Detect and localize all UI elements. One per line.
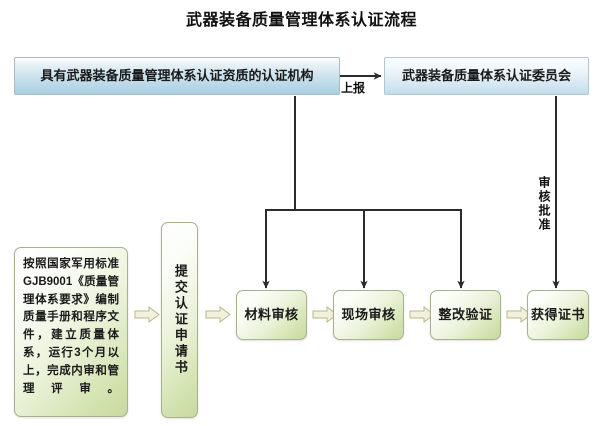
approval-label: 审核批准: [537, 176, 551, 232]
step-label-onsite-audit: 现场审核: [341, 306, 396, 322]
step-box-material-review[interactable]: 材料审核: [236, 290, 307, 340]
application-box[interactable]: 提交认证申请书: [161, 222, 198, 418]
step-box-rectification-verification[interactable]: 整改验证: [430, 290, 501, 340]
step-label-material-review: 材料审核: [244, 306, 299, 322]
chevron-rectification-to-certificate: [506, 306, 532, 323]
step-label-obtain-certificate: 获得证书: [530, 306, 585, 322]
step-box-obtain-certificate[interactable]: 获得证书: [527, 290, 589, 340]
report-arrow-label: 上报: [341, 81, 366, 95]
step-box-onsite-audit[interactable]: 现场审核: [333, 290, 404, 340]
preparation-box[interactable]: 按照国家军用标准GJB9001《质量管理体系要求》编制质量手册和程序文件，建立质…: [14, 247, 128, 417]
chevron-prep-to-apply: [134, 306, 160, 323]
application-box-label: 提交认证申请书: [172, 264, 188, 376]
chevron-onsite-to-rectification: [409, 306, 435, 323]
step-label-rectification-verification: 整改验证: [438, 306, 493, 322]
chevron-apply-to-material-review: [205, 306, 231, 323]
committee-box[interactable]: 武器装备质量体系认证委员会: [384, 57, 589, 95]
committee-box-label: 武器装备质量体系认证委员会: [401, 67, 571, 83]
page-title: 武器装备质量管理体系认证流程: [185, 12, 417, 29]
chevron-material-to-onsite: [312, 306, 338, 323]
agency-box-label: 具有武器装备质量管理体系认证资质的认证机构: [40, 67, 314, 83]
preparation-box-label: 按照国家军用标准GJB9001《质量管理体系要求》编制质量手册和程序文件，建立质…: [23, 258, 119, 395]
agency-box[interactable]: 具有武器装备质量管理体系认证资质的认证机构: [14, 57, 340, 95]
